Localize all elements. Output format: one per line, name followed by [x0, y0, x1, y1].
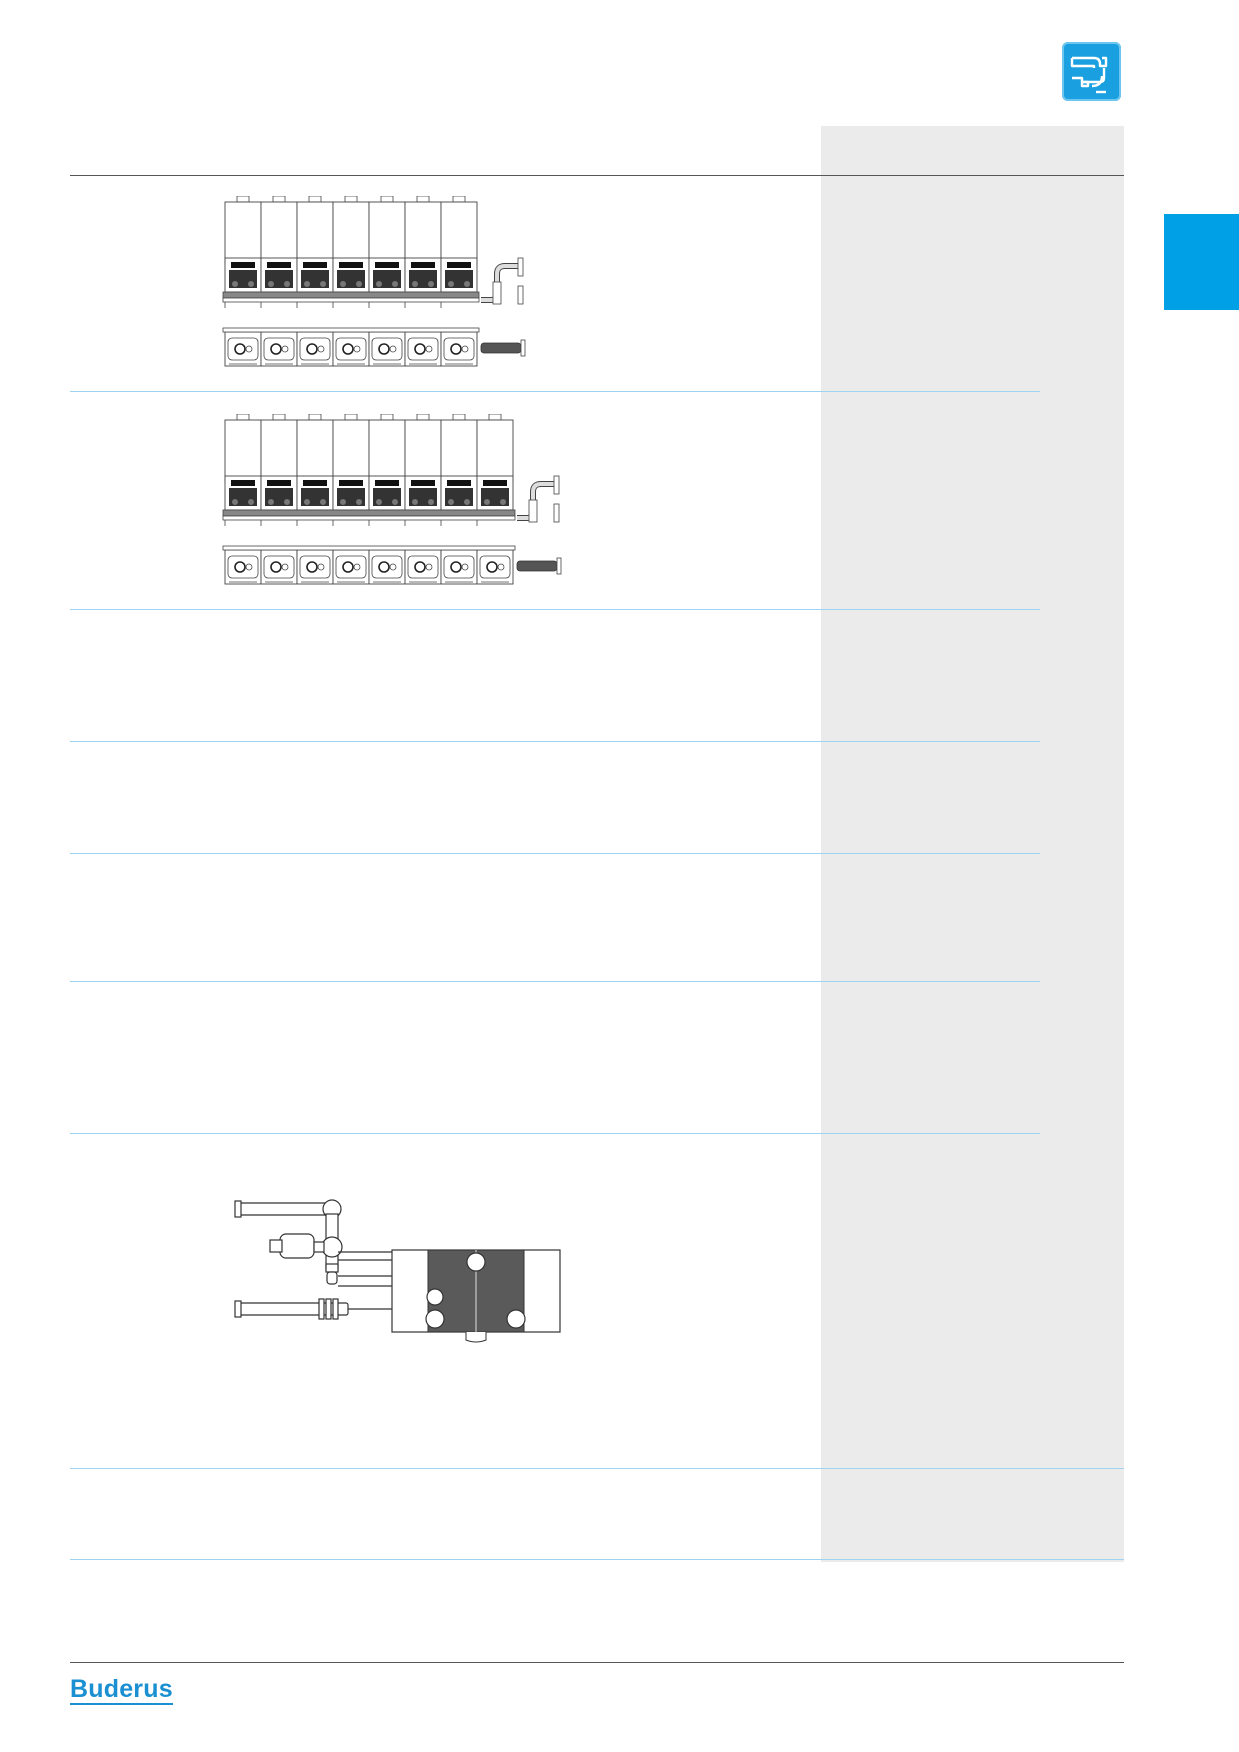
- chapter-tab[interactable]: [1164, 214, 1239, 310]
- boiler-unit-top-view: [440, 331, 478, 367]
- row-divider: [70, 1468, 1124, 1469]
- boiler-unit-top-view: [440, 549, 478, 585]
- boiler-unit-top-view: [260, 331, 298, 367]
- boiler-unit: [440, 196, 478, 308]
- boiler-unit-top-view: [332, 331, 370, 367]
- boiler-unit: [332, 196, 370, 308]
- boiler-unit: [440, 414, 478, 526]
- boiler-unit: [404, 414, 442, 526]
- boiler-unit-top-view: [224, 331, 262, 367]
- boiler-unit-top-view: [224, 549, 262, 585]
- boiler-unit: [296, 414, 334, 526]
- side-column-background: [821, 126, 1124, 1562]
- row-divider: [70, 741, 1040, 742]
- boiler-unit-top-view: [332, 549, 370, 585]
- row-divider: [70, 1559, 1124, 1560]
- hydraulic-separator-connection: [234, 1199, 561, 1343]
- boiler-cascade-8-units: [222, 414, 562, 585]
- boiler-unit-top-view: [260, 549, 298, 585]
- row-divider: [70, 1133, 1040, 1134]
- row-divider: [70, 609, 1040, 610]
- boiler-unit-top-view: [368, 331, 406, 367]
- boiler-unit-top-view: [476, 549, 514, 585]
- boiler-unit: [224, 196, 262, 308]
- boiler-unit: [404, 196, 442, 308]
- boiler-unit: [260, 414, 298, 526]
- row-divider: [70, 981, 1040, 982]
- footer-rule: [70, 1662, 1124, 1663]
- boiler-unit-top-view: [296, 331, 334, 367]
- boiler-cascade-7-units: [222, 196, 526, 367]
- pipe-connection-icon: [1062, 42, 1121, 101]
- buderus-logo: Buderus: [70, 1675, 173, 1705]
- header-rule: [70, 175, 1124, 176]
- boiler-unit-top-view: [368, 549, 406, 585]
- row-divider: [70, 853, 1040, 854]
- row-divider: [70, 391, 1040, 392]
- boiler-unit-top-view: [404, 331, 442, 367]
- boiler-unit: [368, 414, 406, 526]
- boiler-unit: [224, 414, 262, 526]
- boiler-unit: [368, 196, 406, 308]
- boiler-unit-top-view: [296, 549, 334, 585]
- boiler-unit: [476, 414, 514, 526]
- boiler-unit: [332, 414, 370, 526]
- boiler-unit-top-view: [404, 549, 442, 585]
- boiler-unit: [260, 196, 298, 308]
- boiler-unit: [296, 196, 334, 308]
